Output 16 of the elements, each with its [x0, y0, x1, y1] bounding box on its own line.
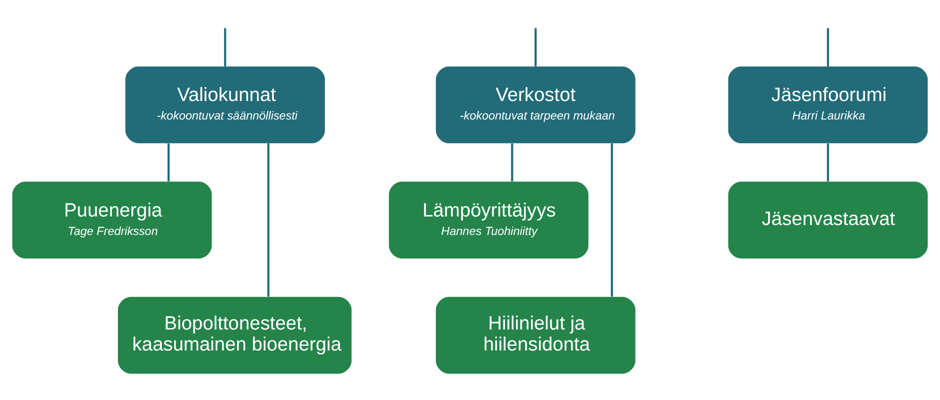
connector: [267, 142, 270, 296]
node-box: Biopolttonesteet, kaasumainen bioenergia: [118, 296, 352, 374]
node-box: Puuenergia Tage Fredriksson: [12, 181, 212, 258]
connector: [511, 143, 514, 181]
node-box: Valiokunnat -kokoontuvat säännöllisesti: [125, 66, 325, 143]
node-box: Jäsenvastaavat: [728, 181, 928, 258]
connector: [168, 143, 170, 181]
node-box: Hiilinielut ja hiilensidonta: [436, 296, 636, 374]
node-box: Verkostot -kokoontuvat tarpeen mukaan: [436, 66, 636, 143]
connector: [826, 28, 830, 66]
connector: [826, 143, 830, 181]
connector: [224, 28, 226, 66]
node-box: Jäsenfoorumi Harri Laurikka: [728, 66, 928, 143]
connector: [610, 142, 613, 296]
connector: [534, 28, 537, 66]
node-box: Lämpöyrittäjyys Hannes Tuohiniitty: [388, 181, 588, 258]
